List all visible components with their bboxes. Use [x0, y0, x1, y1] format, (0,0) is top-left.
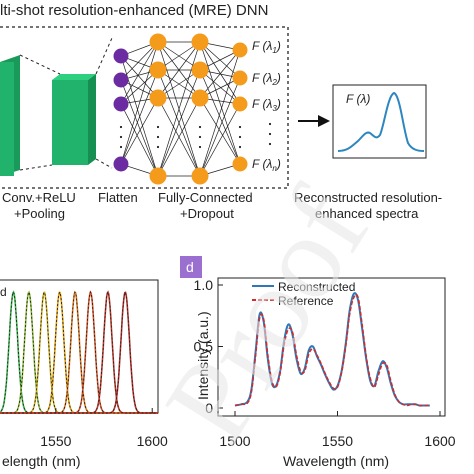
- fc-caption-1: Fully-Connected: [158, 190, 253, 205]
- network-connection: [157, 69, 201, 177]
- layer-ellipsis-dot: [119, 135, 123, 139]
- layer-ellipsis-dot: [119, 125, 123, 129]
- network-connection: [157, 97, 201, 177]
- fc-caption-2: +Dropout: [180, 206, 234, 221]
- fc1-node-4: [149, 167, 167, 185]
- chart-c-peaks: [0, 290, 158, 414]
- output-node-4: [232, 156, 248, 172]
- fc1-node-2: [149, 61, 167, 79]
- network-connection: [199, 69, 241, 105]
- output-label-3: F (λ3): [252, 97, 281, 113]
- layer-ellipsis-dot: [238, 125, 242, 129]
- label-ellipsis-dot: [268, 122, 272, 126]
- label-ellipsis-dot: [268, 142, 272, 146]
- chart-d: 1500 1550 1600 0 0.5 1.0 Intensity (a.u.) Wav…: [194, 277, 456, 469]
- chart-c-x-ticks: 1550 1600: [40, 408, 168, 449]
- layer-ellipsis-dot: [198, 125, 202, 129]
- output-label-1: F (λ1): [252, 39, 281, 55]
- network-connection: [120, 79, 159, 177]
- label-ellipsis-dot: [268, 132, 272, 136]
- layer-ellipsis-dot: [156, 135, 160, 139]
- figure-title: lti-shot resolution-enhanced (MRE) DNN: [0, 2, 268, 19]
- chart-d-xtick-label-1550: 1550: [322, 433, 353, 449]
- chart-c-reference-6: [0, 291, 158, 414]
- spectrum-label: F (λ): [346, 92, 370, 106]
- chart-c-tick-label-1550: 1550: [40, 433, 71, 449]
- chart-c-reference-8: [0, 291, 158, 414]
- network-connection: [157, 41, 201, 177]
- flatten-node-1: [113, 48, 129, 64]
- output-labels: F (λ1) F (λ2) F (λ3) F (λn): [252, 39, 281, 173]
- layer-ellipsis-dot: [156, 145, 160, 149]
- chart-d-xlabel: Wavelength (nm): [283, 453, 389, 469]
- chart-d-ytick-label-0: 0: [205, 400, 213, 416]
- network-connection: [120, 97, 159, 165]
- recon-caption-1: Reconstructed resolution-: [294, 190, 442, 205]
- network-connection: [120, 55, 159, 99]
- chart-c-tick-label-1600: 1600: [137, 433, 168, 449]
- output-arrow: [298, 115, 330, 127]
- chart-d-legend: Reconstructed Reference: [252, 280, 355, 308]
- flatten-node-3: [113, 96, 129, 112]
- network-connection: [120, 103, 159, 177]
- fc2-node-2: [191, 61, 209, 79]
- conv-caption-2: +Pooling: [14, 206, 65, 221]
- layer-ellipsis-dot: [156, 125, 160, 129]
- network-connection: [120, 41, 159, 165]
- panel-d-label: d: [186, 259, 194, 275]
- network-connection: [199, 69, 241, 165]
- output-node-3: [232, 96, 248, 112]
- layer-ellipsis-dot: [119, 145, 123, 149]
- fc1-node-1: [149, 33, 167, 51]
- output-node-1: [232, 42, 248, 58]
- chart-d-series: [234, 292, 430, 407]
- network-connection: [199, 49, 241, 177]
- fc2-node-4: [191, 167, 209, 185]
- network-connection: [199, 97, 241, 165]
- network-connection: [120, 41, 159, 81]
- chart-d-ytick-label-2: 1.0: [194, 277, 214, 293]
- legend-label-reference: Reference: [278, 294, 334, 308]
- network-connection: [120, 41, 159, 105]
- layer-ellipsis-dot: [198, 145, 202, 149]
- chart-d-ylabel: Intensity (a.u.): [195, 311, 211, 400]
- network-connections: [120, 41, 241, 177]
- output-node-2: [232, 70, 248, 86]
- chart-d-line-reference: [234, 293, 430, 407]
- network-frame: [0, 26, 289, 189]
- output-label-n: F (λn): [252, 157, 281, 173]
- spectrum-curve: [337, 91, 425, 152]
- conv-caption-1: Conv.+ReLU: [2, 190, 76, 205]
- fc2-node-1: [191, 33, 209, 51]
- chart-d-xtick-label-1600: 1600: [424, 433, 455, 449]
- chart-d-xtick-label-1500: 1500: [219, 433, 250, 449]
- panel-d-badge: [180, 256, 202, 278]
- fc1-node-3: [149, 89, 167, 107]
- network-connection: [157, 41, 201, 99]
- chart-c-xlabel: elength (nm): [2, 453, 81, 469]
- network-connection: [199, 41, 241, 165]
- chart-c: d 1550 1600 elength (nm): [0, 279, 168, 469]
- conv-block-2: [52, 74, 96, 165]
- network-connection: [199, 49, 241, 99]
- fc2-node-3: [191, 89, 209, 107]
- network-connection: [199, 103, 241, 177]
- legend-label-reconstructed: Reconstructed: [278, 280, 355, 294]
- flatten-node-4: [113, 156, 129, 172]
- layer-ellipsis-dot: [238, 145, 242, 149]
- recon-caption-2: enhanced spectra: [315, 206, 419, 221]
- flatten-node-2: [113, 72, 129, 88]
- layer-ellipsis-dot: [198, 135, 202, 139]
- layer-ellipsis-dot: [238, 135, 242, 139]
- chart-c-legend-fragment: d: [0, 285, 7, 299]
- network-connection: [199, 77, 241, 177]
- network-connection: [120, 69, 159, 165]
- chart-d-ytick-label-1: 0.5: [194, 339, 214, 355]
- output-label-2: F (λ2): [252, 71, 281, 87]
- network-layers: [113, 33, 272, 185]
- conv-block-1: [0, 55, 20, 176]
- flatten-caption: Flatten: [98, 190, 138, 205]
